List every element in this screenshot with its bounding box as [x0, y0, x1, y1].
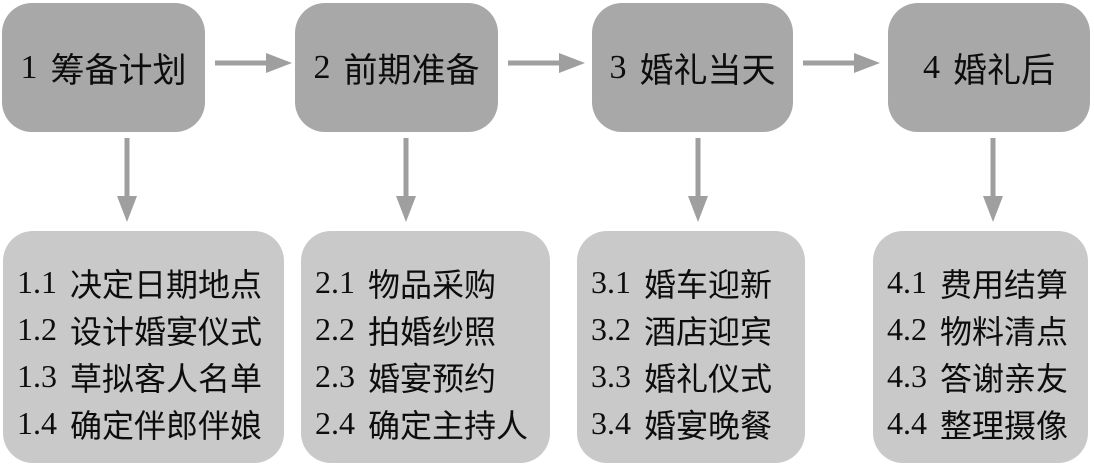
phase-title: 筹备计划 — [50, 53, 187, 90]
task-label: 拍婚纱照 — [368, 313, 497, 350]
detail-box-2: 2.1 物品采购 2.2 拍婚纱照 2.3 婚宴预约 2.4 确定主持人 — [301, 231, 550, 463]
task-number: 3.1 — [591, 264, 631, 300]
task-label: 草拟客人名单 — [70, 360, 263, 397]
task-item: 4.3 答谢亲友 — [887, 353, 1088, 400]
task-item: 2.3 婚宴预约 — [315, 353, 550, 400]
task-label: 确定伴郎伴娘 — [70, 407, 263, 444]
task-item: 1.1 决定日期地点 — [17, 259, 284, 306]
task-item: 2.2 拍婚纱照 — [315, 306, 550, 353]
task-label: 婚礼仪式 — [644, 360, 773, 397]
task-label: 婚宴预约 — [368, 360, 497, 397]
task-label: 婚宴晚餐 — [644, 407, 773, 444]
task-list: 1.1 决定日期地点 1.2 设计婚宴仪式 1.3 草拟客人名单 1.4 确定伴… — [17, 259, 284, 447]
task-item: 3.2 酒店迎宾 — [591, 306, 805, 353]
task-label: 物品采购 — [368, 266, 497, 303]
task-label: 酒店迎宾 — [644, 313, 773, 350]
task-number: 2.3 — [315, 358, 355, 394]
task-label: 整理摄像 — [940, 407, 1069, 444]
task-number: 2.4 — [315, 405, 355, 441]
task-list: 4.1 费用结算 4.2 物料清点 4.3 答谢亲友 4.4 整理摄像 — [887, 259, 1088, 447]
phase-number: 2 — [313, 48, 331, 86]
down-arrow-icon — [117, 138, 137, 222]
down-arrow-icon — [983, 138, 1003, 222]
task-number: 3.3 — [591, 358, 631, 394]
task-number: 2.1 — [315, 264, 355, 300]
detail-box-1: 1.1 决定日期地点 1.2 设计婚宴仪式 1.3 草拟客人名单 1.4 确定伴… — [3, 231, 284, 463]
task-label: 婚车迎新 — [644, 266, 773, 303]
detail-box-4: 4.1 费用结算 4.2 物料清点 4.3 答谢亲友 4.4 整理摄像 — [873, 231, 1088, 463]
detail-box-3: 3.1 婚车迎新 3.2 酒店迎宾 3.3 婚礼仪式 3.4 婚宴晚餐 — [577, 231, 805, 463]
task-item: 3.4 婚宴晚餐 — [591, 400, 805, 447]
task-item: 1.2 设计婚宴仪式 — [17, 306, 284, 353]
task-item: 4.2 物料清点 — [887, 306, 1088, 353]
phase-title: 前期准备 — [343, 53, 480, 90]
task-item: 4.1 费用结算 — [887, 259, 1088, 306]
phase-box-1: 1 筹备计划 — [2, 3, 205, 132]
task-number: 3.4 — [591, 405, 631, 441]
right-arrow-icon — [215, 53, 292, 73]
phase-box-2: 2 前期准备 — [295, 3, 498, 132]
phase-number: 3 — [609, 48, 627, 86]
phase-number: 1 — [20, 48, 38, 86]
task-label: 答谢亲友 — [940, 360, 1069, 397]
task-list: 3.1 婚车迎新 3.2 酒店迎宾 3.3 婚礼仪式 3.4 婚宴晚餐 — [591, 259, 805, 447]
phase-title: 婚礼当天 — [639, 53, 776, 90]
task-item: 2.4 确定主持人 — [315, 400, 550, 447]
right-arrow-icon — [508, 53, 585, 73]
task-number: 1.1 — [17, 264, 57, 300]
task-label: 设计婚宴仪式 — [70, 313, 263, 350]
phase-box-4: 4 婚礼后 — [888, 3, 1090, 132]
phase-box-3: 3 婚礼当天 — [592, 3, 793, 132]
task-label: 物料清点 — [940, 313, 1069, 350]
task-number: 2.2 — [315, 311, 355, 347]
task-number: 1.2 — [17, 311, 57, 347]
task-item: 1.3 草拟客人名单 — [17, 353, 284, 400]
task-number: 4.1 — [887, 264, 927, 300]
phase-title: 婚礼后 — [953, 53, 1055, 90]
down-arrow-icon — [396, 138, 416, 222]
task-number: 1.4 — [17, 405, 57, 441]
task-number: 4.4 — [887, 405, 927, 441]
task-list: 2.1 物品采购 2.2 拍婚纱照 2.3 婚宴预约 2.4 确定主持人 — [315, 259, 550, 447]
task-number: 4.2 — [887, 311, 927, 347]
task-label: 确定主持人 — [368, 407, 529, 444]
task-number: 3.2 — [591, 311, 631, 347]
task-number: 1.3 — [17, 358, 57, 394]
task-item: 1.4 确定伴郎伴娘 — [17, 400, 284, 447]
phase-number: 4 — [923, 48, 940, 86]
task-number: 4.3 — [887, 358, 927, 394]
right-arrow-icon — [803, 53, 880, 73]
task-label: 费用结算 — [940, 266, 1069, 303]
task-item: 4.4 整理摄像 — [887, 400, 1088, 447]
down-arrow-icon — [688, 138, 708, 222]
task-item: 3.3 婚礼仪式 — [591, 353, 805, 400]
task-label: 决定日期地点 — [70, 266, 263, 303]
task-item: 2.1 物品采购 — [315, 259, 550, 306]
task-item: 3.1 婚车迎新 — [591, 259, 805, 306]
